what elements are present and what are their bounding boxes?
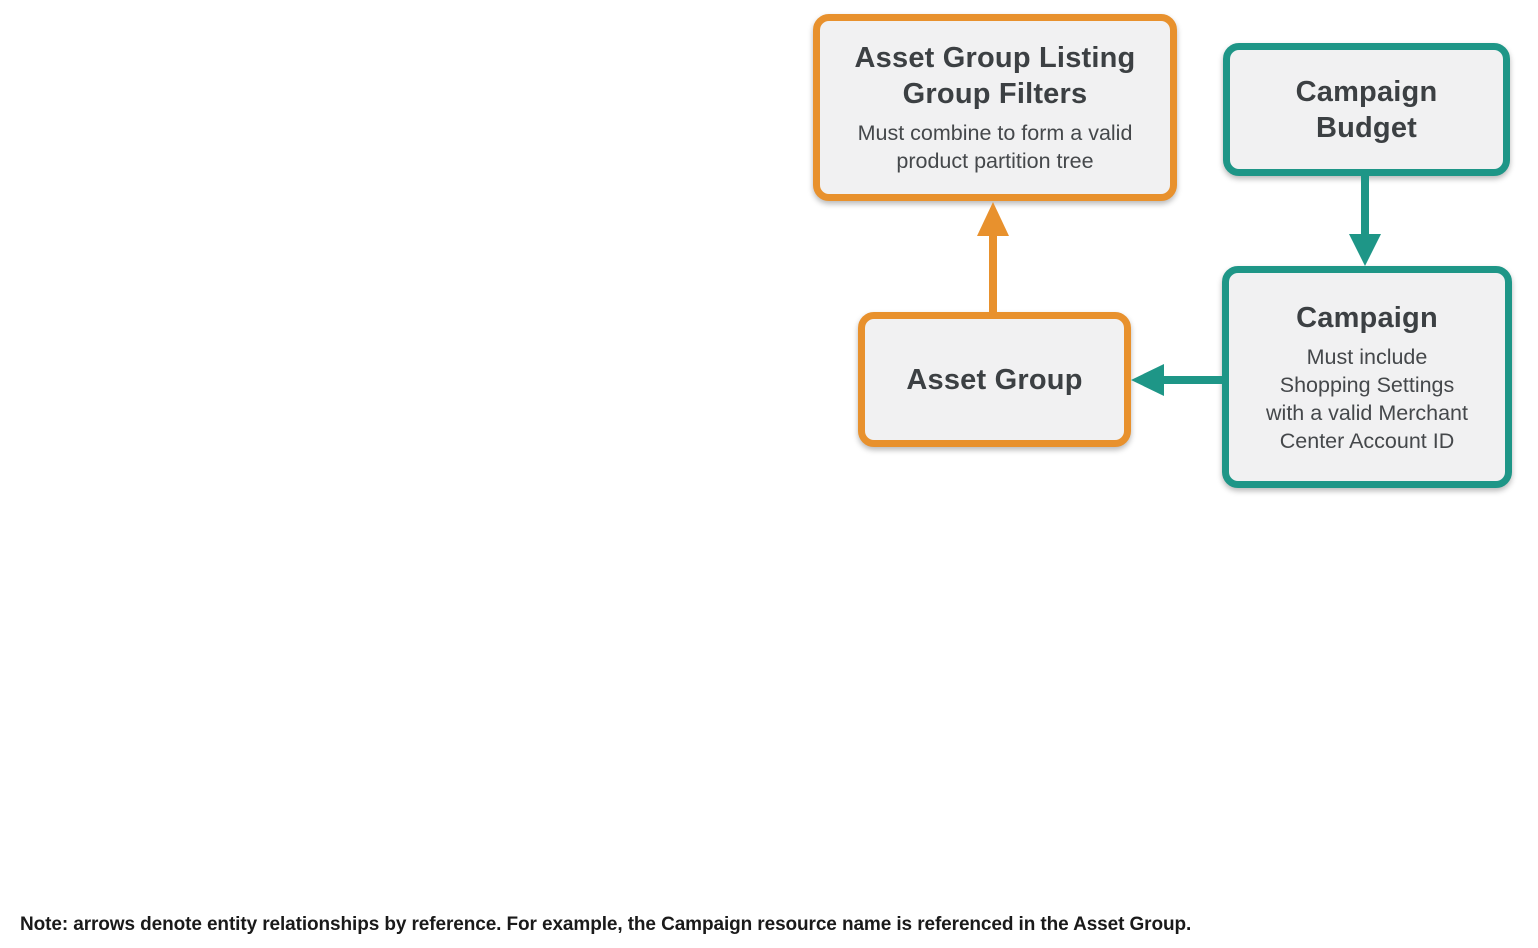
- arrow-campaign-to-asset-group-stem: [1162, 376, 1222, 384]
- node-title: Asset Group Listing Group Filters: [854, 42, 1136, 110]
- node-subtitle: Must combine to form a valid product par…: [857, 121, 1133, 173]
- node-campaign-budget: Campaign Budget: [1223, 43, 1510, 176]
- arrow-campaign-budget-to-campaign-head: [1349, 234, 1381, 266]
- diagram-footnote: Note: arrows denote entity relationships…: [20, 914, 1192, 935]
- arrow-asset-group-to-listing-filters-head: [977, 202, 1009, 236]
- node-title: Asset Group: [906, 363, 1083, 396]
- node-asset-group-listing-group-filters: Asset Group Listing Group Filters Must c…: [813, 14, 1177, 201]
- node-subtitle: Must include Shopping Settings with a va…: [1266, 344, 1468, 453]
- node-campaign: Campaign Must include Shopping Settings …: [1222, 266, 1512, 488]
- node-title: Campaign: [1296, 301, 1438, 334]
- node-asset-group: Asset Group: [858, 312, 1131, 447]
- arrow-asset-group-to-listing-filters-stem: [989, 234, 997, 312]
- arrow-campaign-budget-to-campaign-stem: [1361, 176, 1369, 236]
- arrow-campaign-to-asset-group-head: [1131, 364, 1164, 396]
- node-title: Campaign Budget: [1295, 75, 1438, 144]
